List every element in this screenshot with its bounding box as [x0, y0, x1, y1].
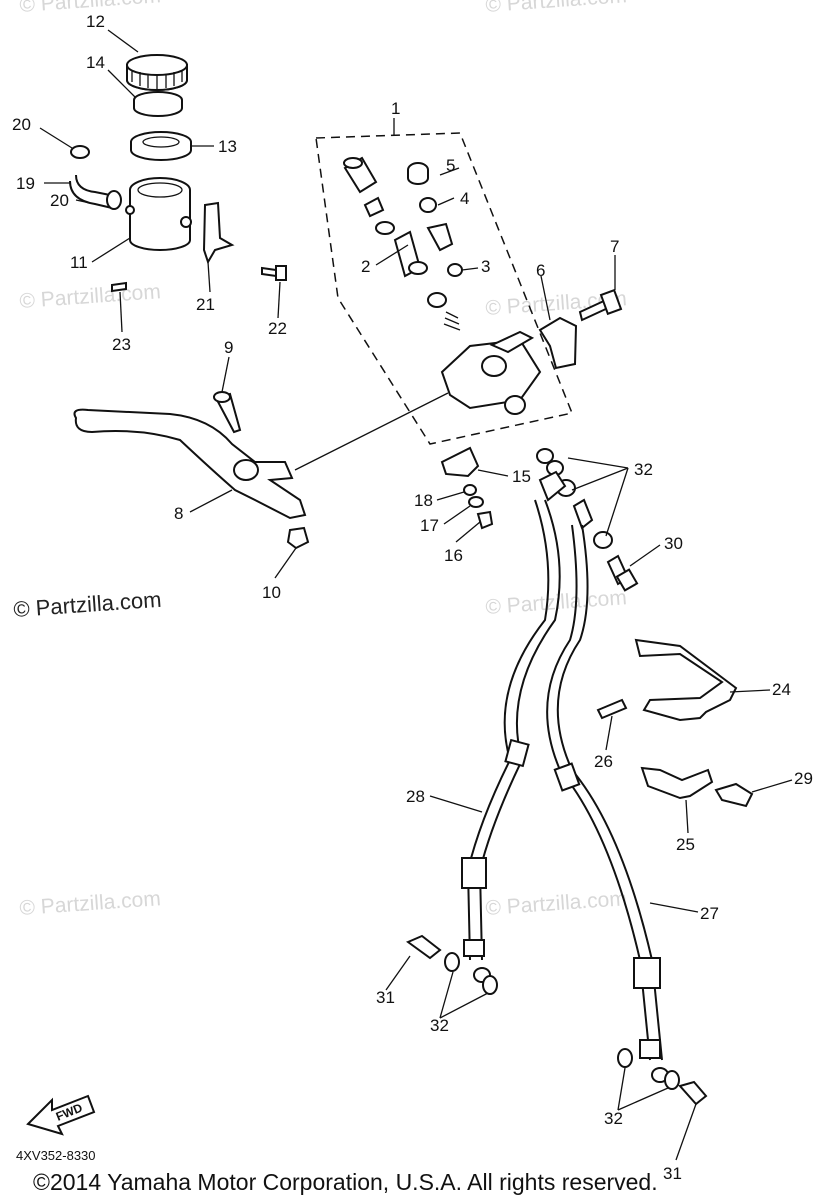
- bolt-26: [596, 698, 628, 720]
- callout-10: 10: [262, 583, 281, 602]
- leader: [294, 392, 449, 471]
- callout-29: 29: [794, 769, 813, 788]
- callout-5: 5: [446, 156, 455, 175]
- callout-9: 9: [224, 338, 233, 357]
- callout-7: 7: [610, 237, 619, 256]
- callout-30: 30: [664, 534, 683, 553]
- callout-6: 6: [536, 261, 545, 280]
- callout-20-top: 20: [12, 115, 31, 134]
- watermark: © Partzilla.com: [19, 280, 162, 313]
- callout-25: 25: [676, 835, 695, 854]
- callout-17: 17: [420, 516, 439, 535]
- watermark: © Partzilla.com: [485, 0, 628, 17]
- fwd-arrow-icon: FWD: [26, 1094, 96, 1136]
- callout-32-middle: 32: [430, 1016, 449, 1035]
- reservoir-cap: [126, 54, 188, 91]
- callout-14: 14: [86, 53, 105, 72]
- bolt-29: [714, 782, 754, 808]
- callout-31-right: 31: [663, 1164, 682, 1183]
- callout-1: 1: [391, 99, 400, 118]
- holder-bolt: [578, 288, 623, 322]
- callout-2: 2: [361, 257, 370, 276]
- hose-bracket-24: [634, 638, 738, 722]
- reservoir-diaphragm: [130, 131, 192, 161]
- callout-32-bottom: 32: [604, 1109, 623, 1128]
- callout-11: 11: [70, 253, 88, 272]
- reservoir-bracket: [202, 201, 235, 265]
- callout-3: 3: [481, 257, 490, 276]
- brake-lever: [73, 408, 307, 520]
- callout-22: 22: [268, 319, 287, 338]
- callout-4: 4: [460, 189, 469, 208]
- callout-16: 16: [444, 546, 463, 565]
- callout-19: 19: [16, 174, 35, 193]
- callout-26: 26: [594, 752, 613, 771]
- reservoir-diaphragm-plate: [133, 91, 183, 117]
- callout-13: 13: [218, 137, 237, 156]
- diagram-code: 4XV352-8330: [16, 1148, 96, 1163]
- callout-18: 18: [414, 491, 433, 510]
- leader-lines: [39, 29, 793, 1161]
- pivot-bolt: [213, 391, 242, 434]
- reservoir-body: [125, 177, 192, 251]
- master-cylinder-body: [440, 330, 542, 415]
- brake-hose-28: [461, 499, 561, 983]
- union-bolt-top: [536, 448, 613, 549]
- hose-clamp-25: [640, 766, 714, 800]
- callout-27: 27: [700, 904, 719, 923]
- boot-and-fittings: [407, 162, 463, 277]
- copyright-notice: ©2014 Yamaha Motor Corporation, U.S.A. A…: [33, 1169, 658, 1195]
- brake-switch: [440, 446, 494, 530]
- callout-20-bottom: 20: [50, 191, 69, 210]
- reservoir-screws: [111, 265, 287, 293]
- callout-15: 15: [512, 467, 531, 486]
- reservoir-hose: [69, 145, 122, 210]
- union-bolt-30: [606, 554, 639, 592]
- callout-12: 12: [86, 12, 105, 31]
- brake-hose-27: [546, 524, 669, 1083]
- pivot-nut: [286, 526, 310, 550]
- master-cylinder-assembly-outline: [315, 132, 574, 445]
- callout-23: 23: [112, 335, 131, 354]
- lower-union-bolts: [405, 934, 708, 1106]
- callout-21: 21: [196, 295, 215, 314]
- callout-24: 24: [772, 680, 791, 699]
- callout-8: 8: [174, 504, 183, 523]
- holder-clamp: [538, 316, 578, 370]
- watermark: © Partzilla.com: [19, 887, 162, 920]
- callout-31-left: 31: [376, 988, 395, 1007]
- piston-kit: [343, 156, 461, 331]
- callout-28: 28: [406, 787, 425, 806]
- callouts: 1 2 3 4 5 6 7 8 9 10 11 12 13 14 15 16 1…: [12, 12, 813, 1183]
- watermark-prominent: © Partzilla.com: [13, 587, 163, 622]
- callout-32-top: 32: [634, 460, 653, 479]
- watermark: © Partzilla.com: [485, 887, 628, 920]
